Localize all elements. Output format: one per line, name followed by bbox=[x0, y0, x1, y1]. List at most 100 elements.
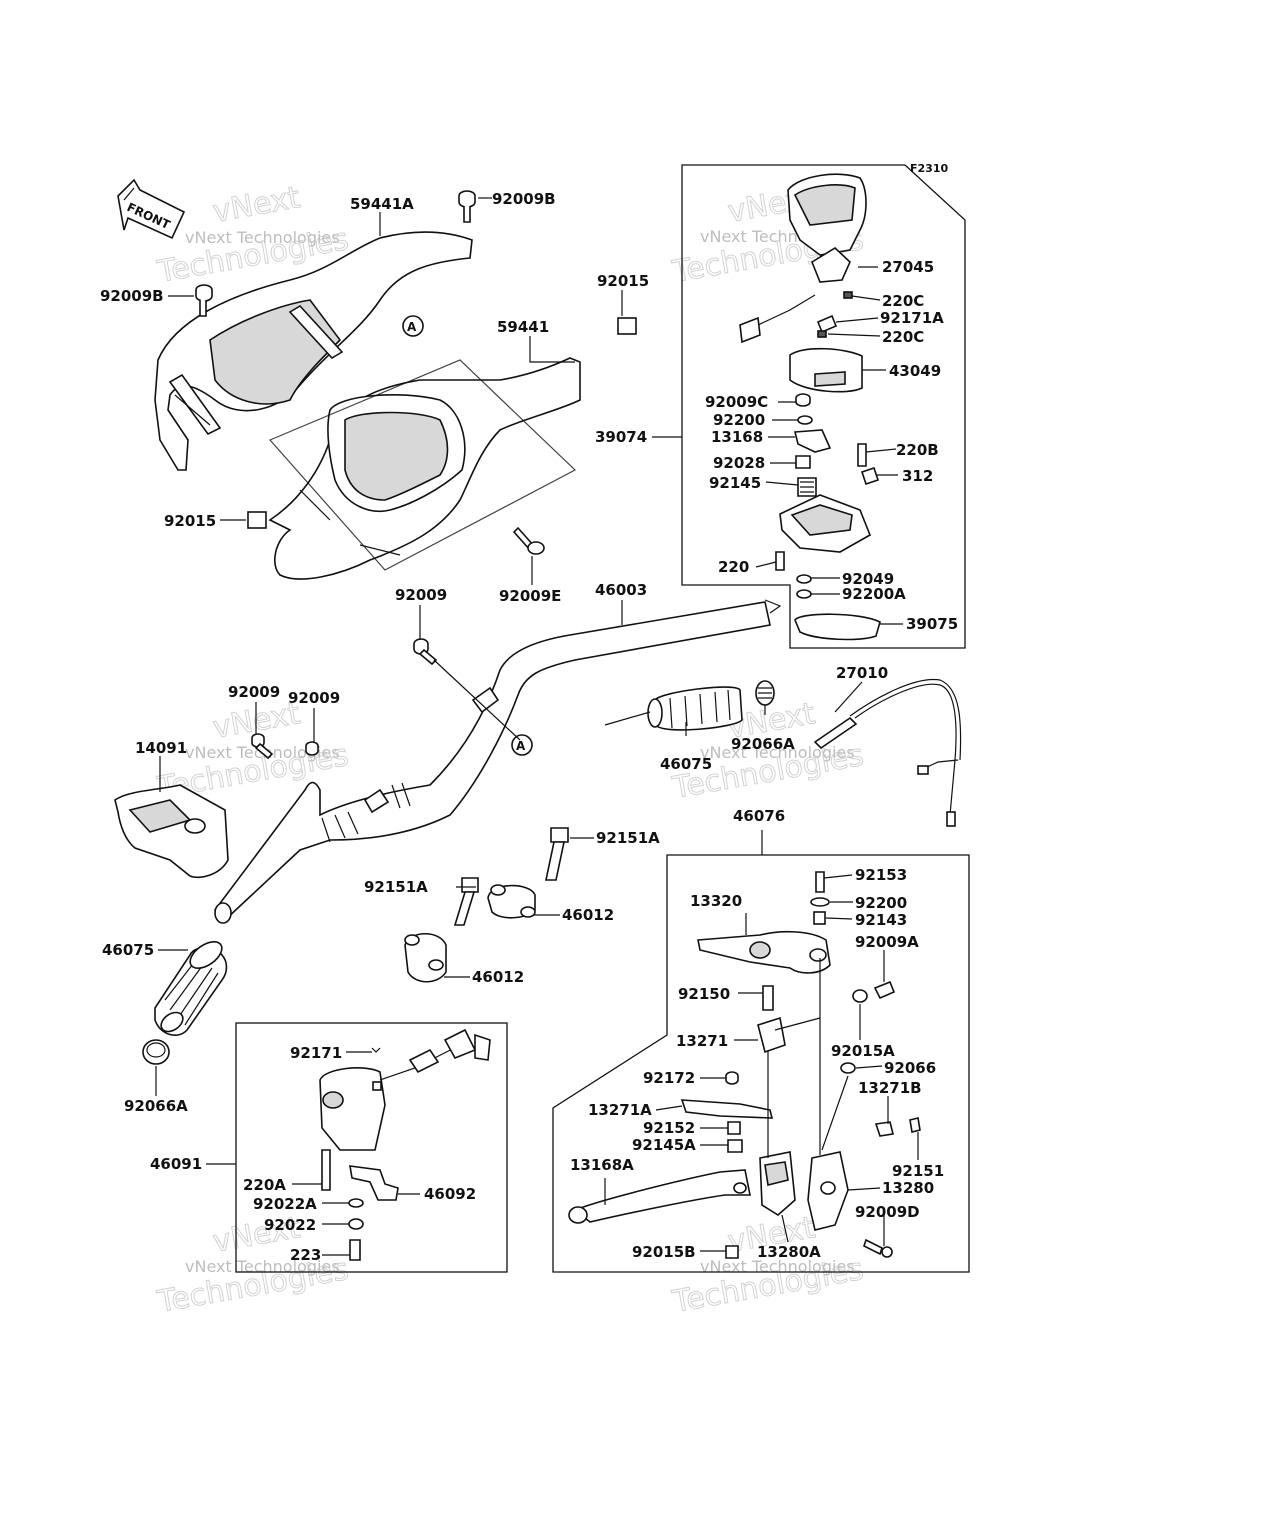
part-label: 92145 bbox=[709, 474, 761, 492]
throttle-lever-39075 bbox=[794, 613, 881, 641]
part-label: 92200 bbox=[855, 894, 907, 912]
part-label: 46075 bbox=[102, 941, 154, 959]
grip-46075-left bbox=[154, 941, 228, 1036]
washer-92022A bbox=[348, 1198, 364, 1208]
grip-end-cap-92066A-right bbox=[755, 680, 775, 706]
watermark-brand: vNext bbox=[210, 180, 303, 230]
throttle-group-box bbox=[681, 164, 966, 649]
washer-92200-top bbox=[797, 415, 813, 425]
part-label: 13271A bbox=[588, 1101, 652, 1119]
grip-46075-right bbox=[604, 686, 743, 731]
watermark-text: vNext Technologies bbox=[700, 1257, 855, 1276]
screw-92151 bbox=[909, 1117, 921, 1133]
part-label: 92009 bbox=[228, 683, 280, 701]
washer-92200A bbox=[796, 589, 812, 599]
part-label: 220B bbox=[896, 441, 939, 459]
washer-92200-mid bbox=[810, 897, 830, 907]
screw-223 bbox=[349, 1239, 361, 1261]
part-label: 46012 bbox=[472, 968, 524, 986]
part-label: 92151A bbox=[364, 878, 428, 896]
screw-220C-a bbox=[843, 291, 853, 299]
part-label: 92015 bbox=[597, 272, 649, 290]
svg-text:A: A bbox=[516, 739, 526, 753]
lever-46092 bbox=[349, 1165, 399, 1201]
screw-92172 bbox=[725, 1071, 739, 1085]
part-label: 92151 bbox=[892, 1162, 944, 1180]
part-label: 92066A bbox=[124, 1097, 188, 1115]
callout-a-bottom: A bbox=[511, 734, 533, 756]
part-label: 46012 bbox=[562, 906, 614, 924]
part-label: 13271 bbox=[676, 1032, 728, 1050]
part-label: 92143 bbox=[855, 911, 907, 929]
part-label: 92150 bbox=[678, 985, 730, 1003]
part-label: 220C bbox=[882, 328, 924, 346]
part-label: 92009B bbox=[100, 287, 164, 305]
screw-220C-b bbox=[817, 330, 827, 338]
part-label: 46092 bbox=[424, 1185, 476, 1203]
leader-lines bbox=[155, 197, 919, 1256]
screw-220B bbox=[857, 443, 867, 467]
screw-92009C bbox=[795, 393, 811, 407]
part-label: 92152 bbox=[643, 1119, 695, 1137]
washer-92015A bbox=[852, 989, 868, 1003]
part-label: 220C bbox=[882, 292, 924, 310]
bolt-92151A-right bbox=[545, 827, 569, 881]
washer-92022 bbox=[348, 1218, 364, 1230]
screw-92009A bbox=[873, 980, 896, 1000]
part-label: 59441 bbox=[497, 318, 549, 336]
part-label: 92049 bbox=[842, 570, 894, 588]
grip-end-cap-92066A-left bbox=[142, 1039, 170, 1065]
part-label: 27045 bbox=[882, 258, 934, 276]
screw-220A bbox=[321, 1149, 331, 1191]
watermark-text: vNext Technologies bbox=[700, 743, 855, 762]
plate-92171A bbox=[816, 314, 838, 334]
clutch-lever-13168A bbox=[568, 1169, 751, 1224]
part-label: 92171A bbox=[880, 309, 944, 327]
washer-92049 bbox=[796, 574, 812, 584]
part-label: 220A bbox=[243, 1176, 286, 1194]
part-label: 92200 bbox=[713, 411, 765, 429]
callout-a-top: A bbox=[402, 315, 424, 337]
part-label: 46003 bbox=[595, 581, 647, 599]
bushing-92143 bbox=[813, 911, 826, 925]
nut-92015B bbox=[725, 1245, 739, 1259]
part-label: 92009 bbox=[395, 586, 447, 604]
lever-group-box bbox=[552, 854, 970, 1273]
spring-92145A bbox=[727, 1139, 743, 1153]
part-label: 13280 bbox=[882, 1179, 934, 1197]
bracket-13271 bbox=[757, 1016, 786, 1054]
holder-13280A bbox=[759, 1151, 796, 1216]
part-label: 92171 bbox=[290, 1044, 342, 1062]
part-label: 39075 bbox=[906, 615, 958, 633]
part-label: 220 bbox=[718, 558, 749, 576]
lever-13320 bbox=[697, 930, 831, 974]
throttle-cable-27010 bbox=[813, 678, 962, 827]
nut-312 bbox=[860, 466, 880, 486]
screw-92009D bbox=[863, 1238, 883, 1256]
part-label: 92009C bbox=[705, 393, 768, 411]
bolt-92009-a bbox=[251, 733, 274, 760]
bolt-92151A-left bbox=[453, 877, 479, 926]
bolt-92009-center bbox=[413, 638, 438, 666]
lever-13168 bbox=[793, 429, 832, 453]
collar-92028 bbox=[795, 455, 811, 469]
part-label: 46091 bbox=[150, 1155, 202, 1173]
part-label: 92172 bbox=[643, 1069, 695, 1087]
part-label: 46075 bbox=[660, 755, 712, 773]
watermark-text: vNext Technologies bbox=[185, 228, 340, 247]
part-label: 13168 bbox=[711, 428, 763, 446]
part-label: 92015B bbox=[632, 1243, 696, 1261]
clip-92015-left bbox=[247, 511, 267, 529]
part-label: 92009B bbox=[492, 190, 556, 208]
part-labels: 59441A 92009B 92009B 92015 59441 92015 9… bbox=[100, 190, 958, 1264]
clip-92015-top bbox=[617, 317, 637, 335]
handlebar-cover-lower bbox=[268, 357, 581, 580]
part-label: 13271B bbox=[858, 1079, 922, 1097]
part-label: 13320 bbox=[690, 892, 742, 910]
part-label: 92153 bbox=[855, 866, 907, 884]
plate-13271B bbox=[874, 1121, 894, 1137]
part-label: 13280A bbox=[757, 1243, 821, 1261]
cap-92066 bbox=[840, 1062, 856, 1074]
switch-group-box bbox=[235, 1022, 508, 1273]
